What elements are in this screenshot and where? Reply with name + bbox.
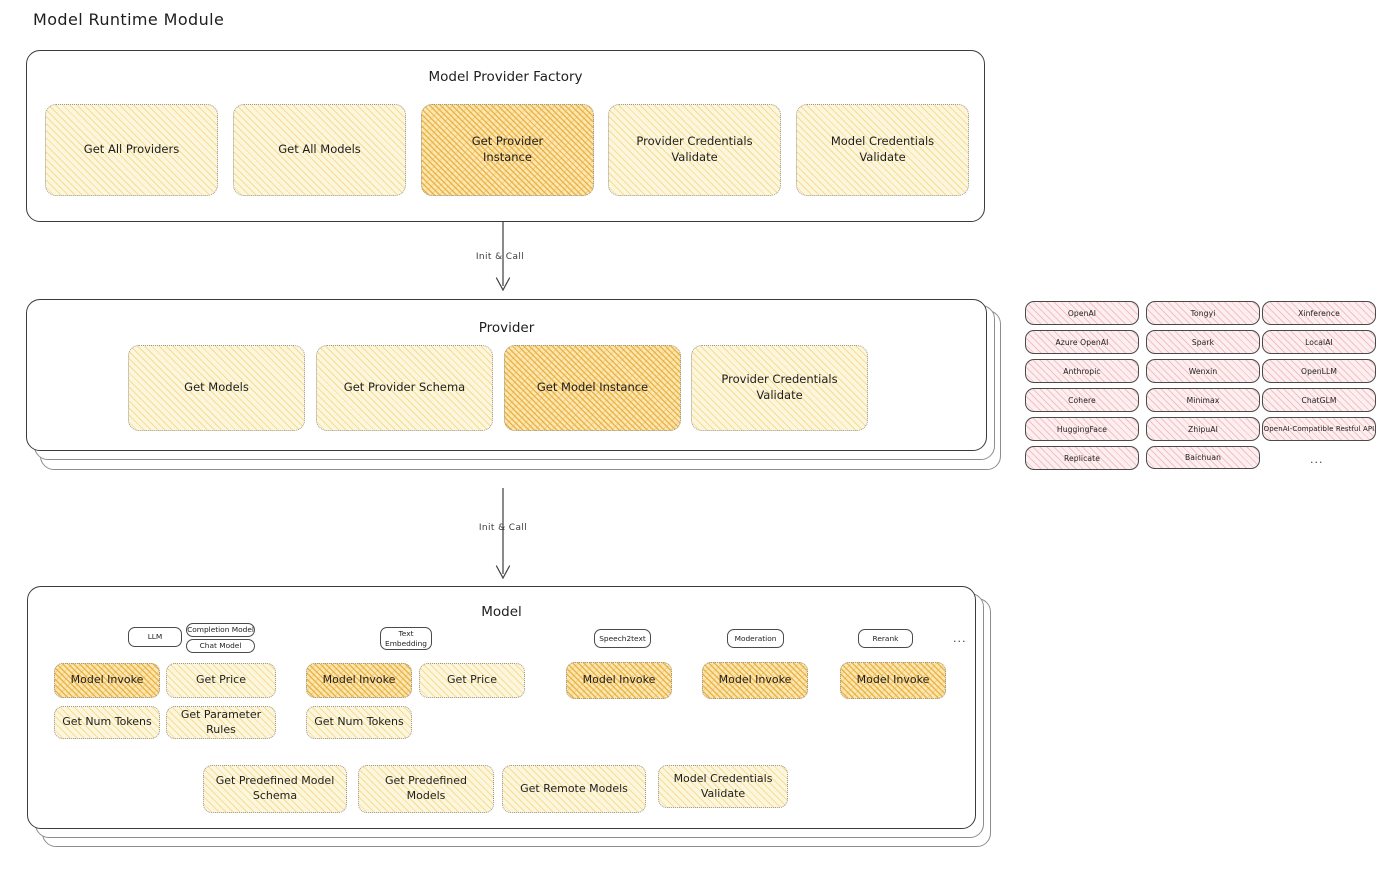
model-badge-completion-model[interactable]: Completion Model (186, 623, 255, 637)
provider-pill-zhipuai[interactable]: ZhipuAI (1146, 417, 1260, 441)
model-moderation-method-model-invoke[interactable]: Model Invoke (702, 662, 808, 699)
arrow-label-init-call-2: Init & Call (478, 523, 528, 533)
provider-pill-xinference[interactable]: Xinference (1262, 301, 1376, 325)
provider-method-get-model-instance[interactable]: Get Model Instance (504, 345, 681, 431)
provider-pill-openai-compatible-restful-api[interactable]: OpenAI-Compatible Restful API (1262, 417, 1376, 441)
model-rerank-method-model-invoke[interactable]: Model Invoke (840, 662, 946, 699)
model-speech2text-method-model-invoke[interactable]: Model Invoke (566, 662, 672, 699)
factory-method-get-provider-instance[interactable]: Get Provider Instance (421, 104, 594, 196)
provider-pill-anthropic[interactable]: Anthropic (1025, 359, 1139, 383)
model-title: Model (481, 604, 522, 620)
provider-pill-azure-openai[interactable]: Azure OpenAI (1025, 330, 1139, 354)
provider-pill-openllm[interactable]: OpenLLM (1262, 359, 1376, 383)
model-provider-factory-title: Model Provider Factory (428, 69, 583, 85)
model-badge-moderation[interactable]: Moderation (727, 629, 784, 648)
provider-pill-localai[interactable]: LocalAI (1262, 330, 1376, 354)
page-title: Model Runtime Module (33, 10, 225, 29)
model-badge-text-embedding[interactable]: Text Embedding (380, 627, 432, 650)
model-badge-rerank[interactable]: Rerank (858, 629, 913, 648)
model-llm-method-get-num-tokens[interactable]: Get Num Tokens (54, 706, 160, 739)
model-badge-llm[interactable]: LLM (128, 627, 182, 647)
provider-pill-minimax[interactable]: Minimax (1146, 388, 1260, 412)
model-text-embedding-method-get-price[interactable]: Get Price (419, 663, 525, 698)
model-text-embedding-method-get-num-tokens[interactable]: Get Num Tokens (306, 706, 412, 739)
model-shared-method-get-predefined-models[interactable]: Get Predefined Models (358, 765, 494, 813)
provider-method-get-models[interactable]: Get Models (128, 345, 305, 431)
model-groups-more: ... (953, 632, 967, 645)
provider-pill-tongyi[interactable]: Tongyi (1146, 301, 1260, 325)
model-badge-chat-model[interactable]: Chat Model (186, 639, 255, 653)
provider-pill-replicate[interactable]: Replicate (1025, 446, 1139, 470)
arrow-factory-to-provider (495, 222, 511, 292)
factory-method-get-all-models[interactable]: Get All Models (233, 104, 406, 196)
factory-method-provider-credentials-validate[interactable]: Provider Credentials Validate (608, 104, 781, 196)
provider-pill-chatglm[interactable]: ChatGLM (1262, 388, 1376, 412)
provider-pill-spark[interactable]: Spark (1146, 330, 1260, 354)
model-llm-method-model-invoke[interactable]: Model Invoke (54, 663, 160, 698)
provider-title: Provider (478, 320, 535, 336)
provider-pill-baichuan[interactable]: Baichuan (1146, 446, 1260, 469)
model-shared-method-model-credentials-validate[interactable]: Model Credentials Validate (658, 765, 788, 808)
factory-method-model-credentials-validate[interactable]: Model Credentials Validate (796, 104, 969, 196)
provider-method-get-provider-schema[interactable]: Get Provider Schema (316, 345, 493, 431)
model-text-embedding-method-model-invoke[interactable]: Model Invoke (306, 663, 412, 698)
factory-method-get-all-providers[interactable]: Get All Providers (45, 104, 218, 196)
provider-pill-cohere[interactable]: Cohere (1025, 388, 1139, 412)
provider-list-more: ... (1310, 453, 1324, 466)
model-shared-method-get-remote-models[interactable]: Get Remote Models (502, 765, 646, 813)
arrow-provider-to-model (495, 488, 511, 580)
provider-pill-wenxin[interactable]: Wenxin (1146, 359, 1260, 383)
provider-method-provider-credentials-validate[interactable]: Provider Credentials Validate (691, 345, 868, 431)
arrow-label-init-call-1: Init & Call (475, 252, 525, 262)
model-badge-speech2text[interactable]: Speech2text (594, 629, 651, 648)
model-llm-method-get-price[interactable]: Get Price (166, 663, 276, 698)
provider-pill-huggingface[interactable]: HuggingFace (1025, 417, 1139, 441)
model-shared-method-get-predefined-model-schema[interactable]: Get Predefined Model Schema (203, 765, 347, 813)
provider-pill-openai[interactable]: OpenAI (1025, 301, 1139, 325)
model-llm-method-get-parameter-rules[interactable]: Get Parameter Rules (166, 706, 276, 739)
